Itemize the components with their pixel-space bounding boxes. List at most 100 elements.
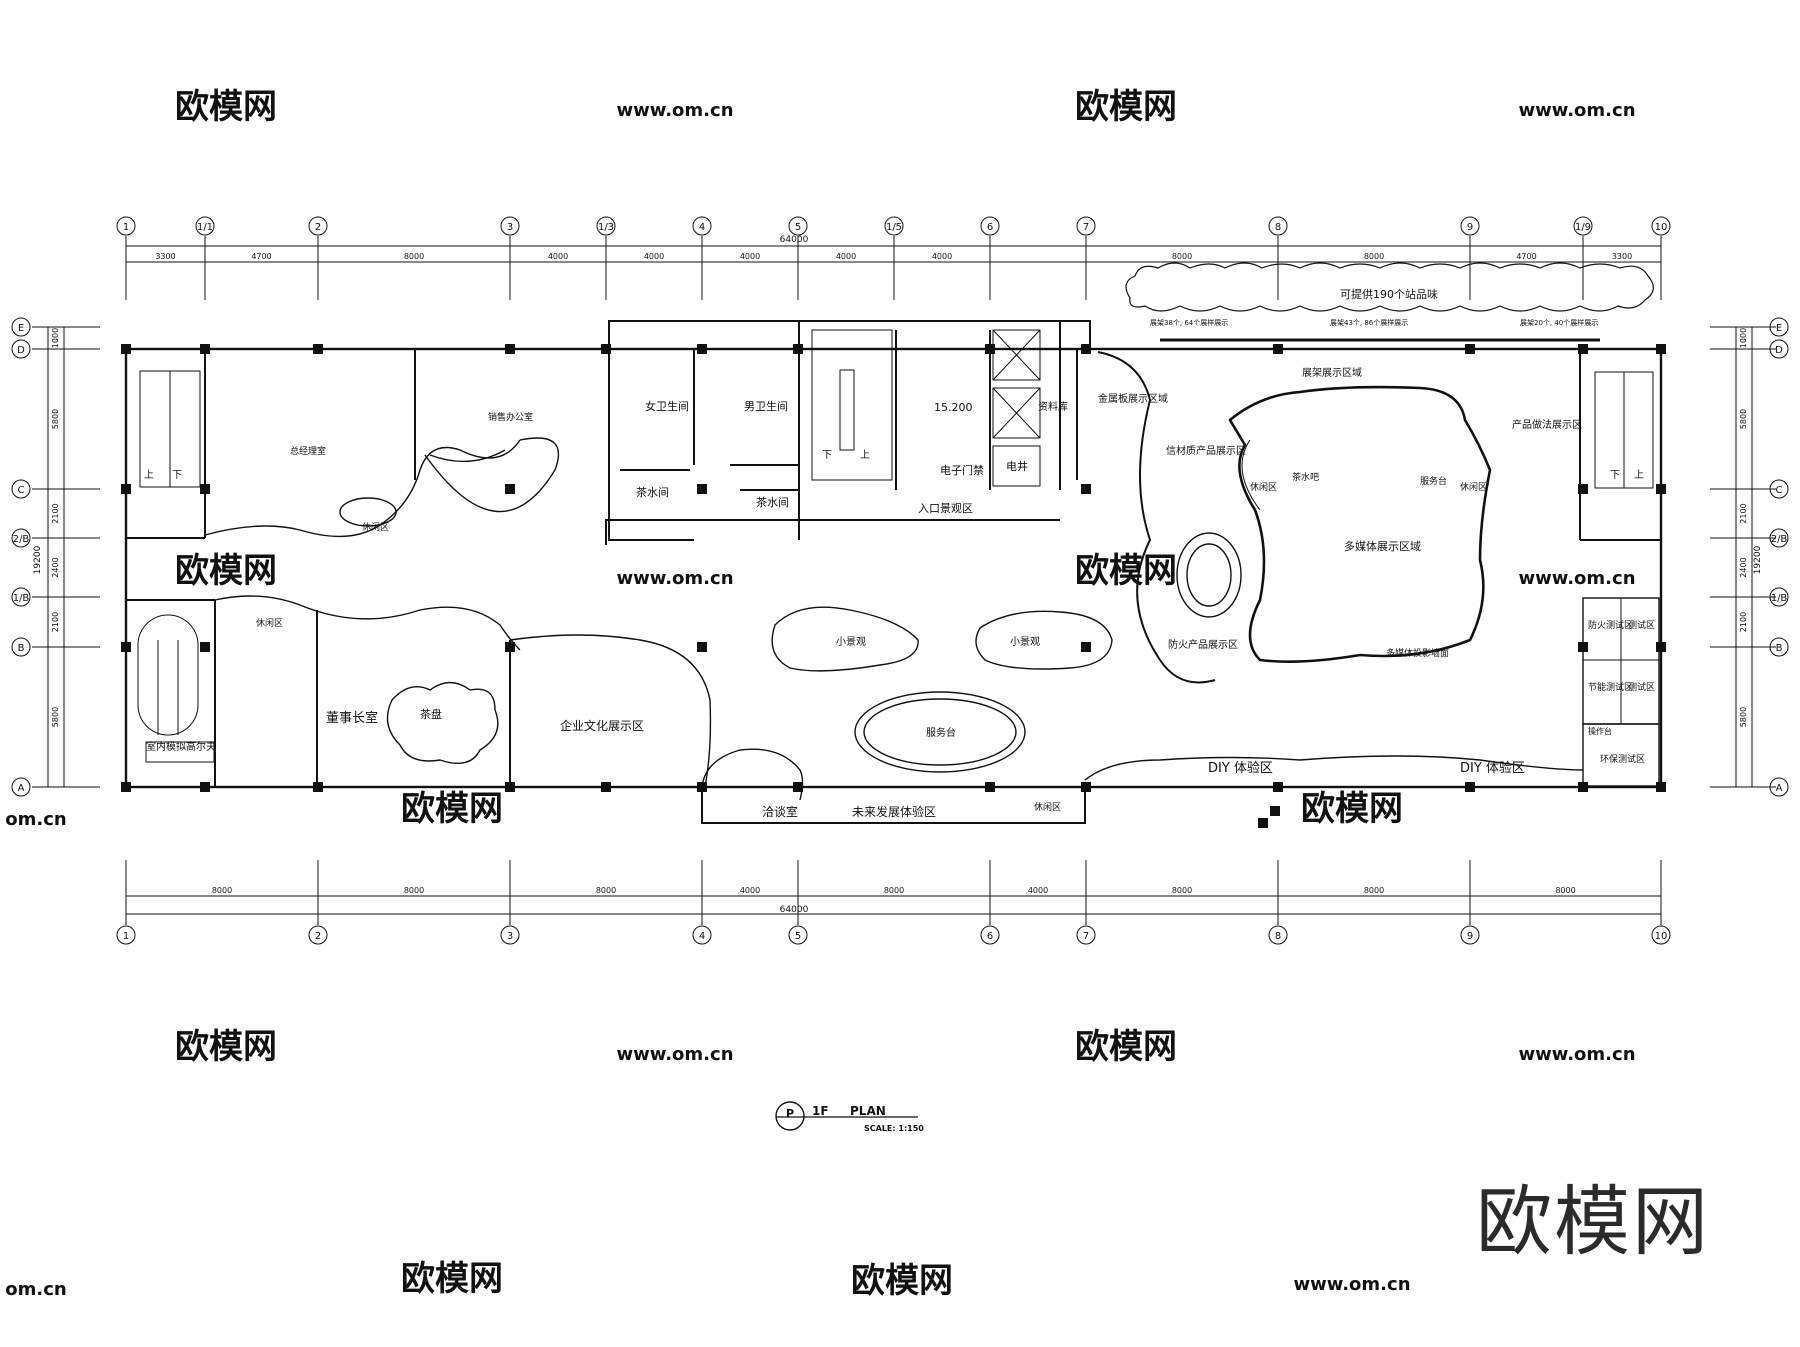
title-circle-letter: P (786, 1107, 794, 1120)
axis-label-top: 1/3 (598, 222, 614, 233)
label-small-view-1: 小景观 (836, 636, 866, 648)
column (1465, 782, 1475, 792)
axis-label-top: 4 (699, 222, 705, 233)
column (200, 484, 210, 494)
column (313, 344, 323, 354)
axis-bubble-bottom (1076, 925, 1096, 945)
axis-bubble-bottom (1651, 925, 1671, 945)
dim-side: 2400 (1739, 557, 1748, 577)
axis-bubble-top (308, 216, 328, 236)
column (601, 344, 611, 354)
axis-label-left: 1/B (13, 593, 30, 604)
label-multimedia-area: 多媒体展示区域 (1344, 539, 1421, 553)
label-diy-1: DIY 体验区 (1208, 760, 1273, 776)
label-chairman: 董事长室 (326, 710, 378, 726)
label-test-2: 测试区 (1628, 681, 1655, 693)
watermark: 欧模网 (175, 87, 277, 127)
title-floor: 1F (812, 1104, 829, 1118)
watermark: 欧模网 (401, 1259, 503, 1299)
cloud-sub-2: 展架43个, 86个展样展示 (1330, 318, 1408, 327)
column (1270, 806, 1280, 816)
axis-bubble-bottom (1268, 925, 1288, 945)
total-height: 19200 (1753, 545, 1763, 574)
column (601, 782, 611, 792)
column (793, 782, 803, 792)
dim-side: 2100 (51, 503, 60, 523)
axis-bubble-right (1769, 528, 1789, 548)
watermark: www.om.cn (1518, 1044, 1635, 1065)
axis-bubble-top (116, 216, 136, 236)
axis-bubble-top (500, 216, 520, 236)
label-dept-office: 销售办公室 (488, 411, 533, 423)
watermark: www.om.cn (616, 568, 733, 589)
column (1578, 642, 1588, 652)
label-stair-up-3: 上 (1634, 469, 1644, 481)
axis-bubble-top (195, 216, 215, 236)
axis-bubble-top (692, 216, 712, 236)
dim-side: 5800 (1739, 409, 1748, 429)
total-width-bottom: 64000 (780, 905, 809, 915)
axis-bubble-bottom (308, 925, 328, 945)
column (985, 344, 995, 354)
dim-bottom: 8000 (1172, 886, 1192, 895)
axis-label-left: C (18, 485, 25, 496)
axis-bubble-top (980, 216, 1000, 236)
dim-top: 3300 (155, 252, 175, 261)
column (1273, 344, 1283, 354)
label-service-desk-small: 服务台 (1420, 475, 1447, 487)
column (1656, 484, 1666, 494)
axis-label-right: 2/B (1771, 534, 1788, 545)
structural-columns (121, 344, 1666, 828)
axis-bubble-top (1460, 216, 1480, 236)
watermark: 欧模网 (175, 1027, 277, 1067)
axis-bubble-bottom (788, 925, 808, 945)
column (1081, 782, 1091, 792)
label-lounge-left: 休闲区 (256, 617, 283, 629)
label-env-test: 环保测试区 (1600, 753, 1645, 765)
dim-top: 4000 (548, 252, 568, 261)
label-diy-2: DIY 体验区 (1460, 760, 1525, 776)
watermark: 欧模网 (175, 551, 277, 591)
room-labels: 总经理室 销售办公室 休闲区 女卫生间 男卫生间 茶水间 茶水间 15.200 … (144, 287, 1655, 819)
axis-bubble-left (11, 339, 31, 359)
axis-label-top: 8 (1275, 222, 1281, 233)
watermark: www.om.cn (1518, 568, 1635, 589)
axis-label-bottom: 8 (1275, 931, 1281, 942)
axis-label-top: 10 (1655, 222, 1668, 233)
dim-top: 8000 (1364, 252, 1384, 261)
axis-bubble-left (11, 479, 31, 499)
column (1656, 344, 1666, 354)
dim-bottom: 4000 (740, 886, 760, 895)
axis-label-bottom: 4 (699, 931, 705, 942)
watermark: 欧模网 (401, 789, 503, 829)
axis-label-right: A (1776, 783, 1783, 794)
column (121, 642, 131, 652)
axis-bubble-left (11, 777, 31, 797)
dim-side: 5800 (51, 707, 60, 727)
dim-top: 4700 (251, 252, 271, 261)
column (200, 642, 210, 652)
label-golf: 室内模拟高尔夫 (146, 740, 216, 753)
label-small-view-2: 小景观 (1010, 636, 1040, 648)
axis-bubble-bottom (116, 925, 136, 945)
column (1656, 782, 1666, 792)
column (1578, 484, 1588, 494)
axis-bubble-right (1769, 479, 1789, 499)
column (697, 642, 707, 652)
axis-label-bottom: 1 (123, 931, 129, 942)
dim-side: 2100 (1739, 612, 1748, 632)
watermark: 欧模网 (1075, 87, 1177, 127)
axis-bubble-top (596, 216, 616, 236)
axis-label-top: 1/9 (1575, 222, 1591, 233)
title-name: PLAN (850, 1104, 886, 1118)
column (697, 344, 707, 354)
column (697, 484, 707, 494)
watermark: www.om.cn (616, 1044, 733, 1065)
axis-bubble-top (788, 216, 808, 236)
dim-top: 4700 (1516, 252, 1536, 261)
column (121, 484, 131, 494)
label-access-control: 电子门禁 (940, 463, 984, 477)
label-culture-display: 企业文化展示区 (560, 718, 644, 733)
